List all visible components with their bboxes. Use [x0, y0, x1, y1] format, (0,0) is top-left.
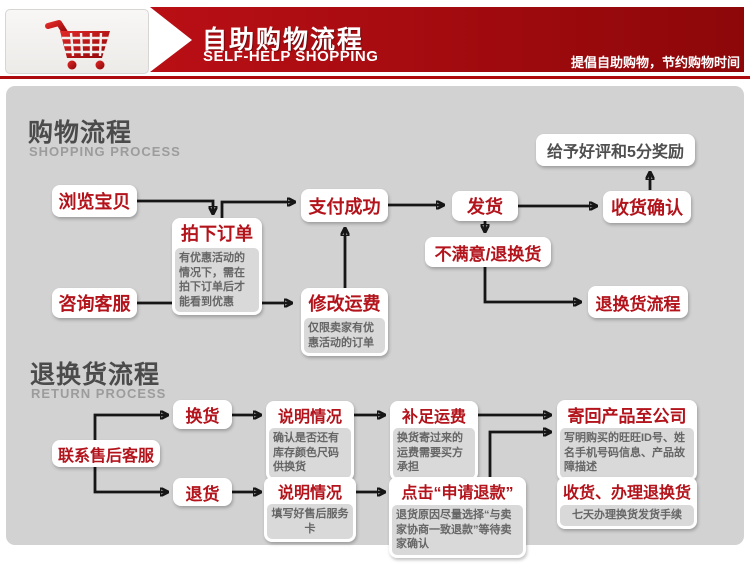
- page-title: 自助购物流程: [202, 26, 365, 54]
- node-send-back: 寄回产品至公司 写明购买的旺旺ID号、姓名手机号码信息、产品故障描述: [557, 400, 697, 481]
- header-banner: [150, 7, 744, 72]
- section-title-shopping: 购物流程: [28, 119, 133, 147]
- node-place-order-label: 拍下订单: [181, 224, 253, 244]
- node-modify-shipping-fee: 修改运费 仅限卖家有优惠活动的订单: [301, 288, 388, 357]
- node-consult-service: 咨询客服: [52, 288, 137, 318]
- node-explain-refund-label: 说明情况: [277, 484, 342, 502]
- node-send-back-label: 寄回产品至公司: [567, 406, 687, 426]
- node-browse: 浏览宝贝: [52, 185, 137, 217]
- shopping-cart-icon: [45, 20, 110, 70]
- node-explain-exchange: 说明情况 确认是否还有库存颜色尺码供换货: [266, 401, 354, 481]
- node-modify-shipping-fee-note: 仅限卖家有优惠活动的订单: [304, 318, 385, 354]
- node-return-flow: 退换货流程: [588, 286, 688, 318]
- header-tagline: 提倡自助购物，节约购物时间: [570, 55, 740, 70]
- node-ship-goods: 发货: [452, 191, 518, 221]
- node-explain-exchange-note: 确认是否还有库存颜色尺码供换货: [269, 428, 351, 478]
- node-explain-exchange-label: 说明情况: [277, 408, 342, 426]
- node-pay-shipping-note: 换货寄过来的运费需要买方承担: [393, 428, 475, 478]
- node-pay-shipping-label: 补足运费: [401, 408, 466, 426]
- node-receive-process-label: 收货、办理退换货: [562, 485, 691, 502]
- banner-arrow-shape: [150, 7, 192, 72]
- node-pay-shipping: 补足运费 换货寄过来的运费需要买方承担: [390, 401, 478, 481]
- node-place-order: 拍下订单 有优惠活动的情况下，需在拍下订单后才能看到优惠: [172, 218, 262, 316]
- node-unsatisfied-return: 不满意/退换货: [425, 237, 551, 267]
- node-explain-refund: 说明情况 填写好售后服务卡: [264, 477, 356, 543]
- node-explain-refund-note: 填写好售后服务卡: [267, 504, 353, 540]
- node-give-praise: 给予好评和5分奖励: [536, 134, 695, 166]
- node-contact-aftersales: 联系售后客服: [52, 440, 160, 467]
- node-payment-success: 支付成功: [301, 189, 388, 222]
- node-modify-shipping-fee-label: 修改运费: [308, 294, 381, 314]
- node-exchange: 换货: [173, 400, 232, 429]
- node-place-order-note: 有优惠活动的情况下，需在拍下订单后才能看到优惠: [175, 248, 259, 313]
- section-subtitle-shopping: SHOPPING PROCESS: [29, 144, 181, 159]
- node-apply-refund: 点击“申请退款” 退货原因尽量选择“与卖家协商一致退款”等待卖家确认: [389, 477, 526, 558]
- page-subtitle: SELF-HELP SHOPPING: [203, 48, 379, 65]
- section-title-return: 退换货流程: [30, 361, 161, 389]
- node-apply-refund-label: 点击“申请退款”: [401, 485, 514, 502]
- node-receive-process-note: 七天办理换货发货手续: [560, 505, 694, 526]
- node-apply-refund-note: 退货原因尽量选择“与卖家协商一致退款”等待卖家确认: [392, 505, 523, 555]
- node-confirm-receipt: 收货确认: [603, 191, 691, 223]
- header-divider: [0, 76, 750, 79]
- node-receive-process: 收货、办理退换货 七天办理换货发货手续: [557, 477, 697, 529]
- node-refund: 退货: [173, 478, 232, 506]
- node-send-back-note: 写明购买的旺旺ID号、姓名手机号码信息、产品故障描述: [560, 428, 694, 478]
- section-subtitle-return: RETURN PROCESS: [31, 386, 167, 401]
- cart-logo-box: [5, 9, 149, 74]
